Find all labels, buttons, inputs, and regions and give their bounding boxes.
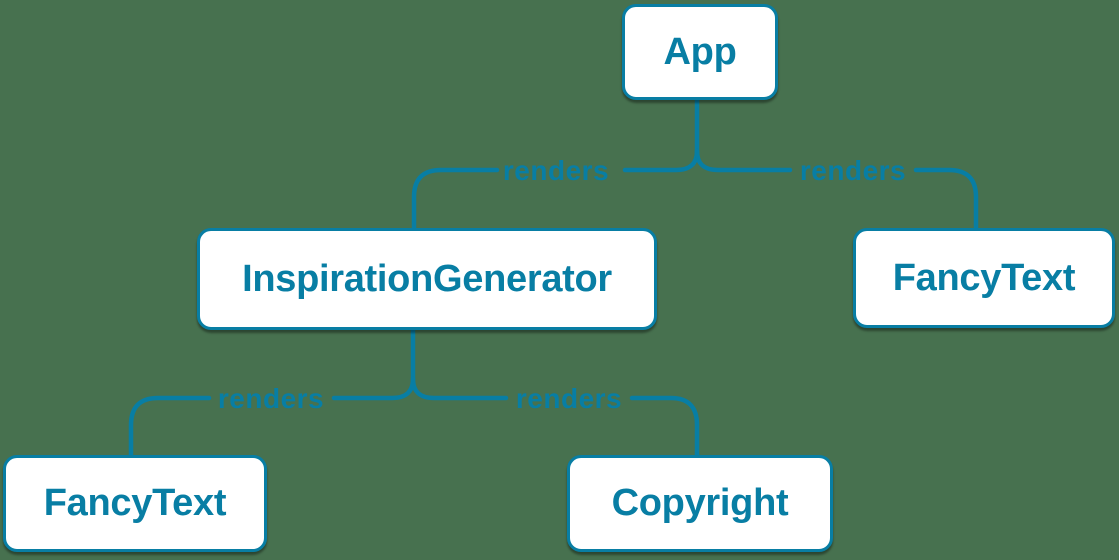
- edge-app-to-inspiration-elbow: [411, 167, 500, 231]
- edge-app-to-fancytext-elbow: [913, 167, 979, 231]
- node-fancy-text-bottom-label: FancyText: [43, 482, 227, 524]
- edge-label-inspiration-fancytext: renders: [218, 383, 324, 414]
- node-inspiration-generator-label: InspirationGenerator: [242, 257, 612, 300]
- edge-label-app-fancytext: renders: [800, 155, 906, 186]
- node-app: App: [622, 4, 778, 100]
- node-fancy-text-top: FancyText: [853, 228, 1115, 328]
- edge-inspiration-to-fancytext-elbow: [128, 395, 212, 458]
- node-copyright: Copyright: [567, 455, 833, 552]
- edge-inspiration-to-fancytext-flare: [331, 376, 416, 401]
- node-fancy-text-top-label: FancyText: [892, 256, 1076, 299]
- edge-label-app-inspiration: renders: [503, 155, 609, 186]
- node-copyright-label: Copyright: [611, 482, 789, 524]
- edge-inspiration-to-copyright-elbow: [629, 395, 700, 458]
- edge-app-to-inspiration-flare: [622, 148, 700, 173]
- node-app-label: App: [663, 30, 737, 73]
- edge-label-inspiration-copyright: renders: [516, 383, 622, 414]
- node-fancy-text-bottom: FancyText: [3, 455, 267, 552]
- edge-inspiration-to-copyright-flare: [410, 376, 509, 401]
- edge-app-to-fancytext-flare: [694, 148, 793, 173]
- node-inspiration-generator: InspirationGenerator: [197, 228, 657, 330]
